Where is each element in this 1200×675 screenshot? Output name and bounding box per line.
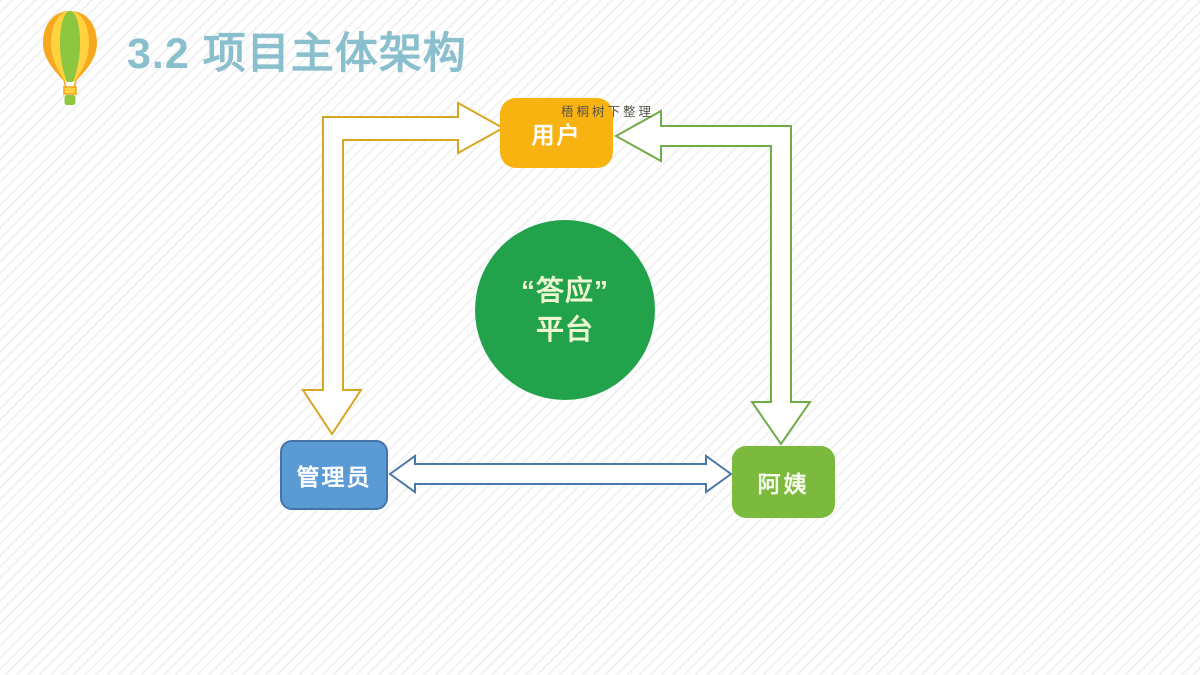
connector-admin-aunt: [388, 454, 733, 494]
node-user: 用户: [500, 98, 613, 168]
node-platform-label-line1: “答应”: [520, 274, 609, 306]
page-title: 3.2 项目主体架构: [127, 30, 467, 78]
connector-user-aunt: [613, 109, 812, 446]
hot-air-balloon-icon: [43, 11, 97, 105]
node-platform: “答应” 平台: [475, 220, 655, 400]
watermark-text: 梧桐树下整理: [561, 105, 655, 119]
connector-user-admin: [301, 101, 506, 436]
node-aunt-label: 阿姨: [757, 471, 810, 497]
node-admin: 管理员: [280, 440, 388, 510]
node-aunt: 阿姨: [732, 446, 835, 518]
node-platform-label-line2: 平台: [535, 314, 594, 345]
node-admin-label: 管理员: [296, 464, 372, 490]
node-user-label: 用户: [531, 122, 582, 148]
